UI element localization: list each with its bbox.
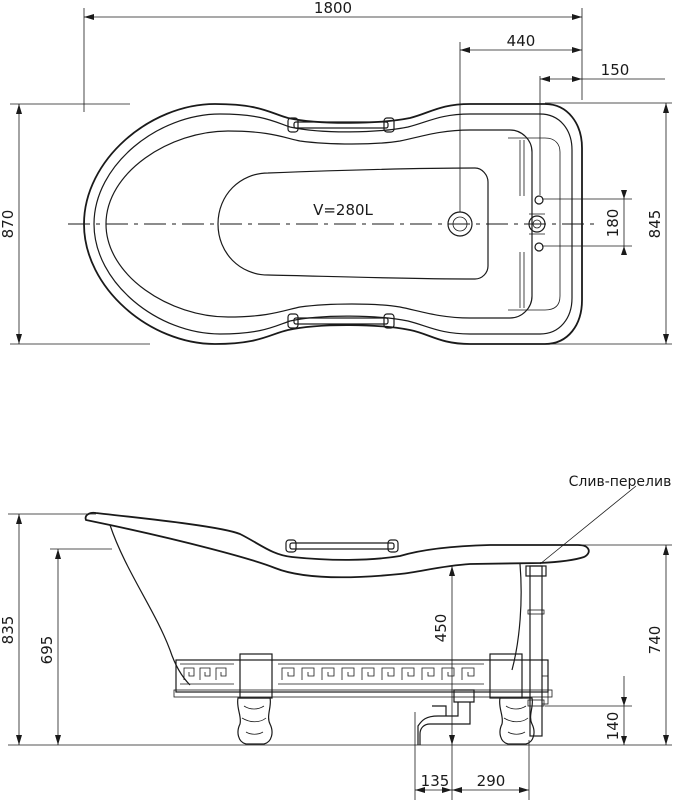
drain-height-label: 140	[604, 712, 622, 741]
top-view: 1800 440 150 870	[0, 0, 672, 345]
dimension-inner-width: 845	[545, 102, 672, 345]
grab-handle-top	[287, 117, 395, 133]
drain-offset-a-label: 135	[421, 772, 450, 790]
claw-foot-left	[236, 697, 273, 745]
drain-overflow-label: Слив-перелив	[569, 474, 672, 490]
dimension-overall-length: 1800	[83, 0, 583, 112]
drain-overflow-pipe	[417, 565, 549, 745]
drain-offset-label: 440	[507, 32, 536, 50]
tub-outline-top	[68, 103, 600, 345]
dimension-overflow-height: 450	[432, 566, 455, 745]
dimension-drain-offset: 440	[459, 32, 582, 212]
dimension-drain-height: 140	[545, 676, 632, 745]
dimension-total-height: 835	[0, 514, 22, 745]
overall-length-label: 1800	[314, 0, 352, 17]
volume-label: V=280L	[313, 201, 373, 219]
overall-width-label: 870	[0, 210, 17, 239]
tub-profile-side	[84, 511, 590, 686]
greek-key-base	[173, 653, 553, 699]
overflow-height-label: 450	[432, 614, 450, 643]
total-height-label: 835	[0, 616, 17, 645]
dimension-overflow-offset: 150	[539, 61, 665, 195]
head-height-label: 740	[646, 626, 664, 655]
dimension-tap-spacing: 180	[542, 190, 632, 255]
side-view: 835 695 740 450 140	[0, 474, 672, 800]
dimension-head-height: 740	[646, 545, 669, 745]
tap-spacing-label: 180	[604, 209, 622, 238]
dimension-rim-height: 695	[38, 549, 61, 745]
rim-height-label: 695	[38, 636, 56, 665]
dimension-drain-offsets: 135 290	[414, 712, 530, 800]
claw-foot-right	[498, 697, 535, 745]
inner-width-label: 845	[646, 210, 664, 239]
drain-offset-b-label: 290	[477, 772, 506, 790]
overflow-offset-label: 150	[601, 61, 630, 79]
dimension-overall-width: 870	[0, 103, 150, 345]
grab-handle-bottom	[287, 313, 395, 329]
